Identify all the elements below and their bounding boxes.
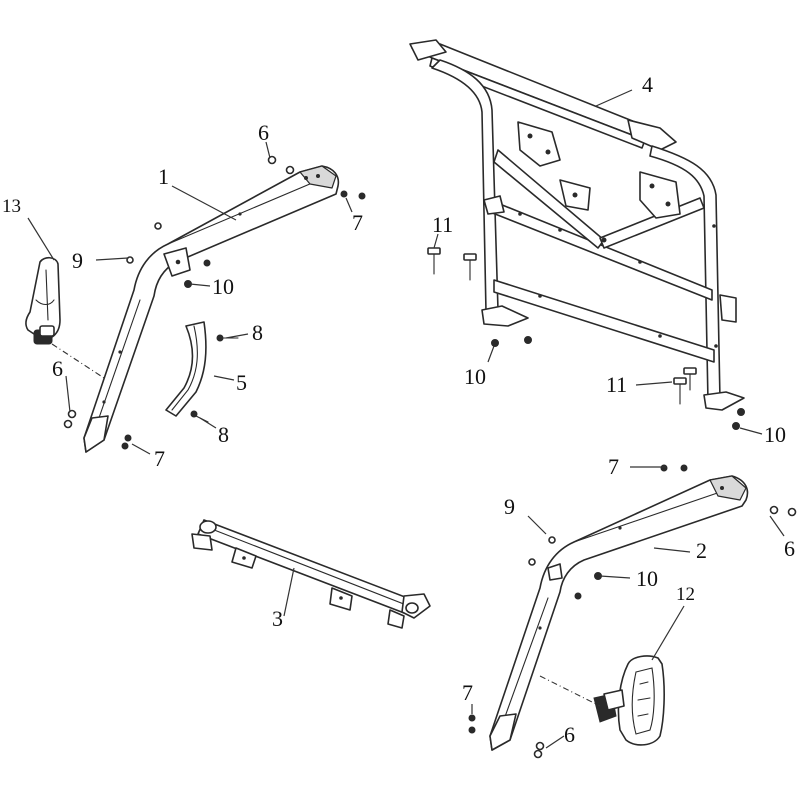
callout-6-right-top: 6 bbox=[784, 536, 795, 561]
callout-8-upper: 8 bbox=[252, 320, 263, 345]
callout-12: 12 bbox=[676, 584, 695, 605]
callout-7-right-top: 7 bbox=[608, 454, 619, 479]
right-side-mirror bbox=[593, 655, 665, 746]
callout-7-top: 7 bbox=[352, 210, 363, 235]
callout-13: 13 bbox=[2, 196, 21, 217]
fasteners bbox=[63, 155, 797, 759]
callout-7-left: 7 bbox=[154, 446, 165, 471]
screw-8-upper bbox=[216, 334, 239, 342]
callout-3: 3 bbox=[272, 606, 283, 631]
callout-6-top: 6 bbox=[258, 120, 269, 145]
screw-6-right-top bbox=[769, 505, 797, 517]
callout-6-right-bottom: 6 bbox=[564, 722, 575, 747]
callout-10-rear-left: 10 bbox=[464, 364, 486, 389]
leader-lines bbox=[27, 89, 785, 749]
callout-9-right: 9 bbox=[504, 494, 515, 519]
lower-cross-tube bbox=[191, 519, 431, 629]
right-roll-bar bbox=[489, 475, 749, 751]
left-mirror-clamp bbox=[25, 256, 61, 345]
bolt-11-left-b bbox=[463, 253, 477, 281]
callout-10-right: 10 bbox=[636, 566, 658, 591]
assembly-lines bbox=[51, 343, 601, 707]
callout-10-rear-right: 10 bbox=[764, 422, 786, 447]
screw-8-lower bbox=[190, 410, 209, 423]
callout-9-left: 9 bbox=[72, 248, 83, 273]
screw-6-right-bottom bbox=[533, 741, 545, 759]
callout-labels: 1 2 3 4 5 6 6 6 6 7 7 7 7 8 8 9 9 10 10 … bbox=[2, 72, 795, 747]
left-roll-bar bbox=[83, 165, 340, 453]
bolt-11-left-a bbox=[427, 247, 441, 275]
callout-6-left: 6 bbox=[52, 356, 63, 381]
grab-bracket bbox=[165, 321, 207, 417]
callout-1: 1 bbox=[158, 164, 169, 189]
callout-4: 4 bbox=[642, 72, 653, 97]
callout-8-lower: 8 bbox=[218, 422, 229, 447]
callout-5: 5 bbox=[236, 370, 247, 395]
bolt-11-right-b bbox=[683, 367, 697, 391]
screw-6-left bbox=[63, 409, 77, 429]
callout-7-right-bottom: 7 bbox=[462, 680, 473, 705]
callout-11-lower: 11 bbox=[606, 372, 627, 397]
bolt-11-right-a bbox=[673, 377, 687, 405]
callout-10-left: 10 bbox=[212, 274, 234, 299]
callout-2: 2 bbox=[696, 538, 707, 563]
callout-11-upper: 11 bbox=[432, 212, 453, 237]
rear-cage-frame bbox=[409, 39, 745, 411]
screw-6-top bbox=[267, 155, 295, 175]
